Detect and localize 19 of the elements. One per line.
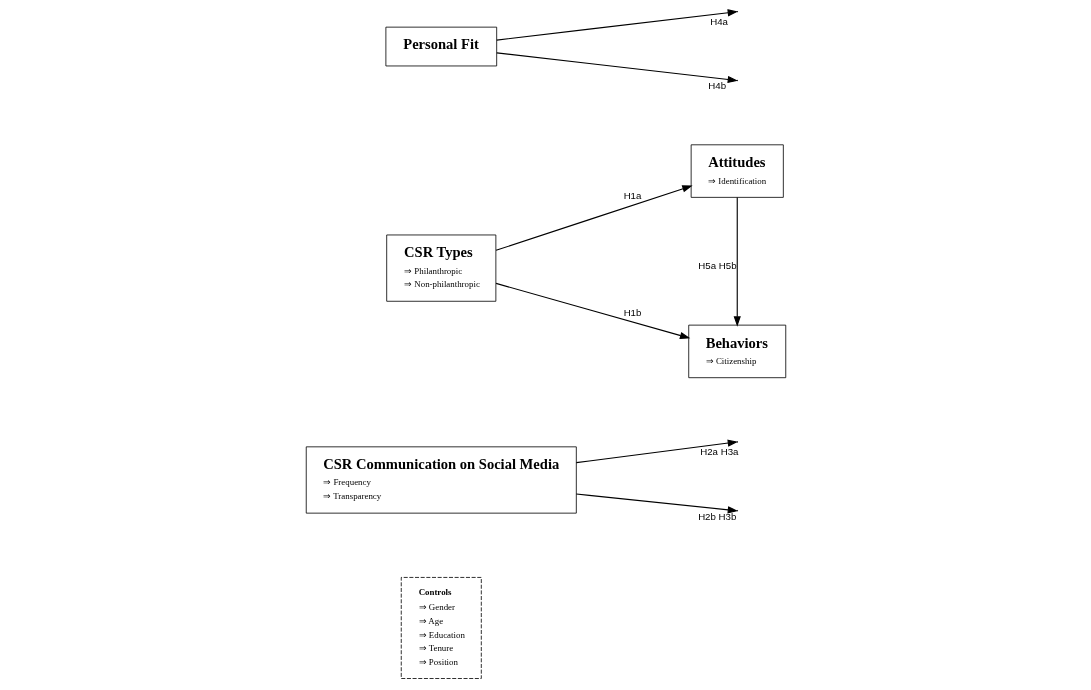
arrow xyxy=(495,282,690,340)
edge-label: H2b H3b xyxy=(697,510,736,522)
node-box: Behaviors ⇒ Citizenship xyxy=(687,324,786,379)
arrow xyxy=(575,439,738,464)
node-box: CSR Types ⇒ Philanthropic ⇒ Non-philanthropic xyxy=(385,234,496,302)
edge-label: H2a H3a xyxy=(699,446,738,458)
edge-label: H5a H5b xyxy=(697,260,737,272)
edge-label: H1a xyxy=(623,190,641,202)
edge-label: H4a xyxy=(709,15,728,27)
arrow xyxy=(733,196,741,327)
arrow xyxy=(495,185,693,251)
node-box: Attitudes ⇒ Identification xyxy=(690,144,784,198)
arrow xyxy=(495,9,738,41)
arrow xyxy=(575,493,738,514)
edge-label: H4b xyxy=(707,80,726,92)
node-box: Personal Fit xyxy=(385,26,497,67)
node-box: CSR Communication on Social Media ⇒ Frequency ⇒ Transparency xyxy=(305,446,577,514)
edge-label: H1b xyxy=(623,307,641,319)
node-box: Controls ⇒ Gender ⇒ Age ⇒ Education ⇒ Tenure ⇒ Position xyxy=(400,577,482,679)
